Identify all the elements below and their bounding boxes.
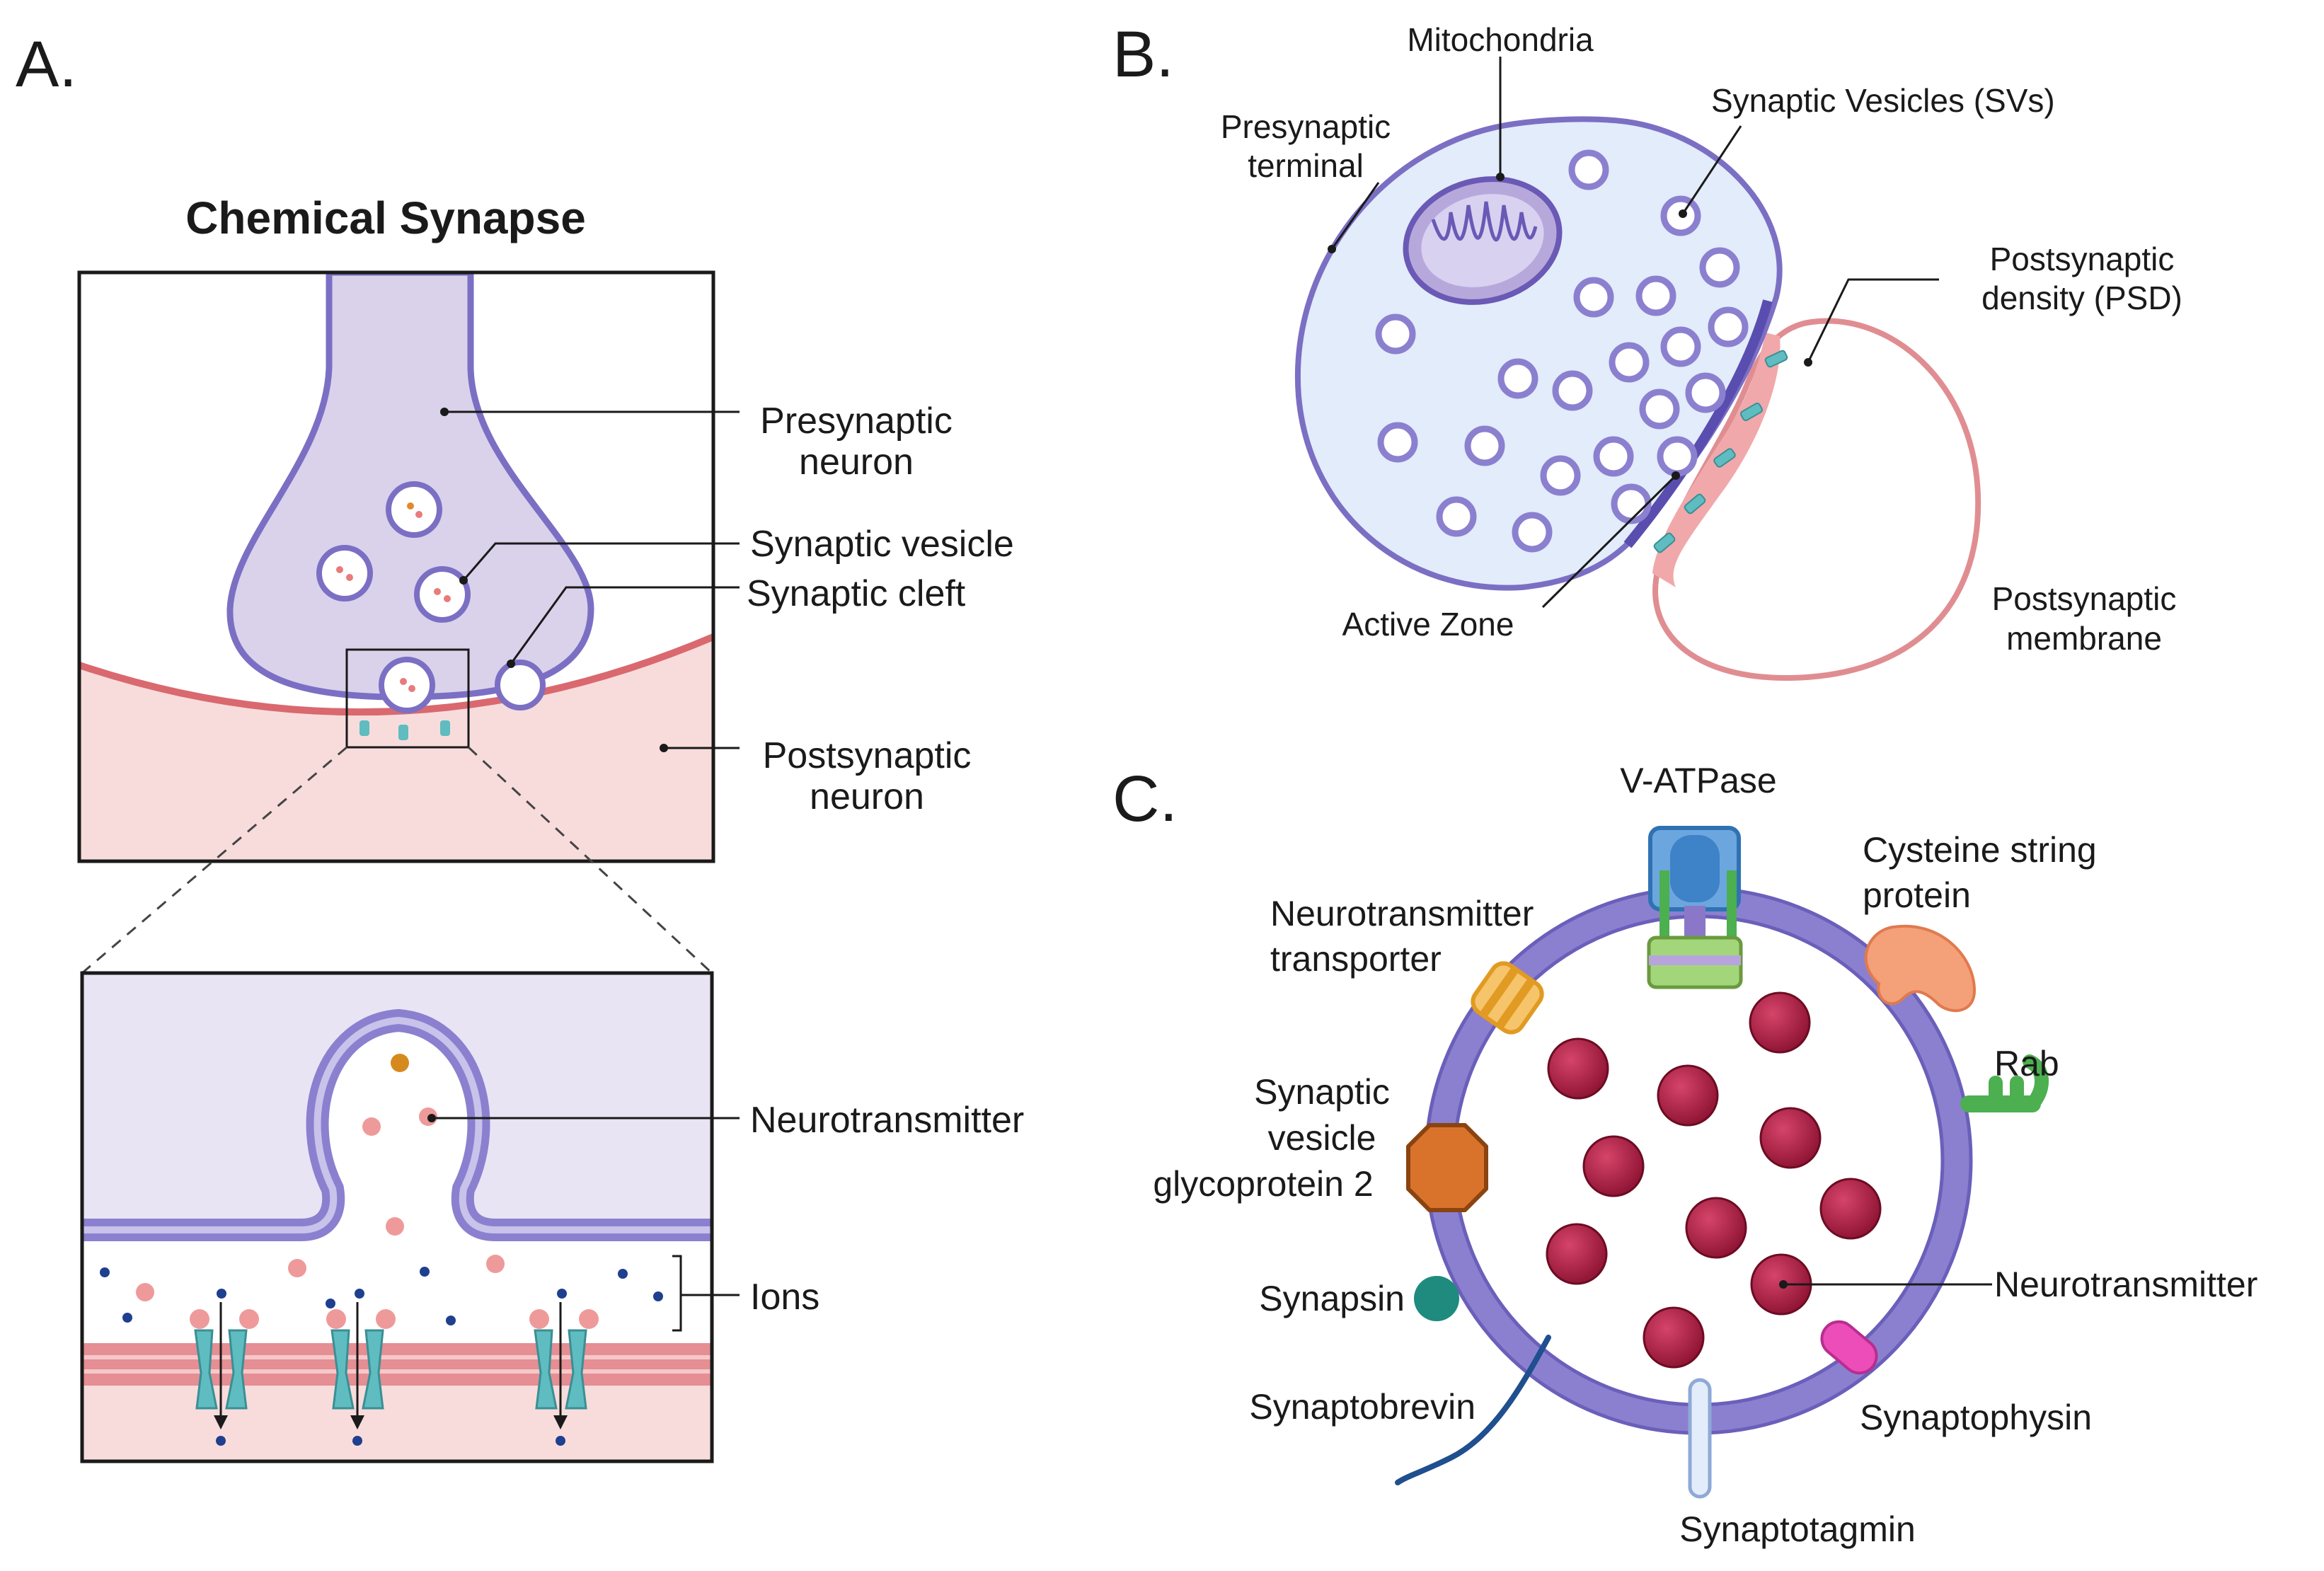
label-postsynaptic-neuron-1: Postsynaptic bbox=[763, 735, 972, 776]
neurotransmitters-c bbox=[1546, 991, 1882, 1369]
label-nt-transporter-1: Neurotransmitter bbox=[1270, 894, 1534, 933]
active-zone-b bbox=[1623, 299, 1773, 548]
label-presynaptic-neuron-1: Presynaptic bbox=[760, 401, 953, 442]
cysteine-string-protein bbox=[1864, 924, 1977, 1013]
label-neurotransmitter-c: Neurotransmitter bbox=[1994, 1265, 2257, 1304]
panel-a: A. Chemical Synapse bbox=[16, 28, 1024, 1463]
label-sv2-1: Synaptic bbox=[1254, 1072, 1390, 1112]
label-mitochondria: Mitochondria bbox=[1407, 21, 1594, 58]
presynaptic-terminal-zoom bbox=[82, 973, 712, 1230]
postsynaptic-neuron bbox=[79, 637, 713, 861]
label-synaptotagmin: Synaptotagmin bbox=[1679, 1509, 1916, 1549]
panel-c-letter: C. bbox=[1112, 763, 1178, 835]
synaptotagmin bbox=[1688, 1378, 1712, 1499]
label-cysteine-2: protein bbox=[1863, 875, 1971, 915]
label-v-atpase: V-ATPase bbox=[1620, 761, 1776, 800]
postsynaptic-membrane-zoom bbox=[82, 1343, 712, 1386]
label-rab: Rab bbox=[1994, 1044, 2059, 1083]
postsynaptic-cell-b bbox=[1652, 318, 1981, 681]
panel-a-leaders bbox=[427, 408, 740, 1332]
label-presynaptic-neuron-2: neuron bbox=[799, 442, 914, 483]
synaptic-vesicles-b bbox=[1375, 149, 1749, 553]
label-postsynaptic-neuron-2: neuron bbox=[810, 776, 924, 817]
label-postsynaptic-membrane-2: membrane bbox=[2006, 620, 2162, 657]
panel-b: B. bbox=[1112, 18, 2182, 681]
fusion-pore bbox=[495, 660, 546, 710]
cleft-channels-b bbox=[1653, 350, 1788, 553]
panel-a-labels: Presynaptic neuron Synaptic vesicle Syna… bbox=[747, 401, 1024, 1318]
v-atpase bbox=[1647, 826, 1743, 989]
label-synapsin: Synapsin bbox=[1259, 1279, 1405, 1318]
synaptophysin bbox=[1820, 1320, 1878, 1375]
label-synaptobrevin: Synaptobrevin bbox=[1249, 1387, 1475, 1427]
label-presynaptic-terminal-2: terminal bbox=[1248, 147, 1364, 184]
panel-a-title: Chemical Synapse bbox=[185, 192, 586, 243]
label-synaptic-vesicles: Synaptic Vesicles (SVs) bbox=[1711, 82, 2055, 119]
synapse-zoom-box bbox=[80, 971, 714, 1463]
rab bbox=[1960, 1054, 2049, 1112]
sv2 bbox=[1406, 1123, 1488, 1212]
synapsin bbox=[1414, 1276, 1459, 1321]
label-ions: Ions bbox=[750, 1277, 819, 1318]
mitochondrion-b bbox=[1403, 176, 1563, 305]
vesicles bbox=[316, 481, 471, 713]
label-synaptophysin: Synaptophysin bbox=[1860, 1398, 2092, 1437]
label-sv2-2: vesicle bbox=[1268, 1118, 1376, 1158]
label-cysteine-1: Cysteine string bbox=[1863, 830, 2097, 870]
label-synaptic-cleft: Synaptic cleft bbox=[747, 573, 966, 614]
label-active-zone: Active Zone bbox=[1342, 606, 1514, 643]
label-synaptic-vesicle: Synaptic vesicle bbox=[750, 524, 1014, 565]
panel-a-letter: A. bbox=[16, 28, 77, 100]
panel-c-labels: V-ATPase Cysteine string protein Neurotr… bbox=[1153, 761, 2257, 1549]
label-psd-2: density (PSD) bbox=[1981, 280, 2182, 316]
label-sv2-3: glycoprotein 2 bbox=[1153, 1164, 1373, 1204]
zoom-line-right bbox=[467, 746, 713, 974]
label-psd-1: Postsynaptic bbox=[1990, 241, 2175, 277]
channels-small bbox=[359, 720, 450, 740]
nt-transporter bbox=[1471, 961, 1544, 1035]
label-nt-transporter-2: transporter bbox=[1270, 939, 1442, 979]
ions-zoom bbox=[100, 1267, 663, 1446]
label-neurotransmitter-a: Neurotransmitter bbox=[750, 1100, 1024, 1141]
synaptobrevin bbox=[1395, 1335, 1551, 1485]
synapse-overview-box bbox=[77, 270, 715, 863]
overview-frame bbox=[77, 270, 715, 863]
panel-c: C. bbox=[1112, 761, 2257, 1549]
panel-b-labels: Mitochondria Presynaptic terminal Synapt… bbox=[1221, 21, 2182, 657]
label-postsynaptic-membrane-1: Postsynaptic bbox=[1992, 580, 2177, 617]
panel-b-leaders bbox=[1328, 57, 1939, 609]
label-presynaptic-terminal-1: Presynaptic bbox=[1221, 108, 1391, 145]
ion-channels-zoom bbox=[190, 1302, 599, 1429]
zoom-frame bbox=[80, 971, 714, 1463]
panel-b-letter: B. bbox=[1112, 18, 1174, 91]
zoom-region bbox=[345, 648, 470, 749]
